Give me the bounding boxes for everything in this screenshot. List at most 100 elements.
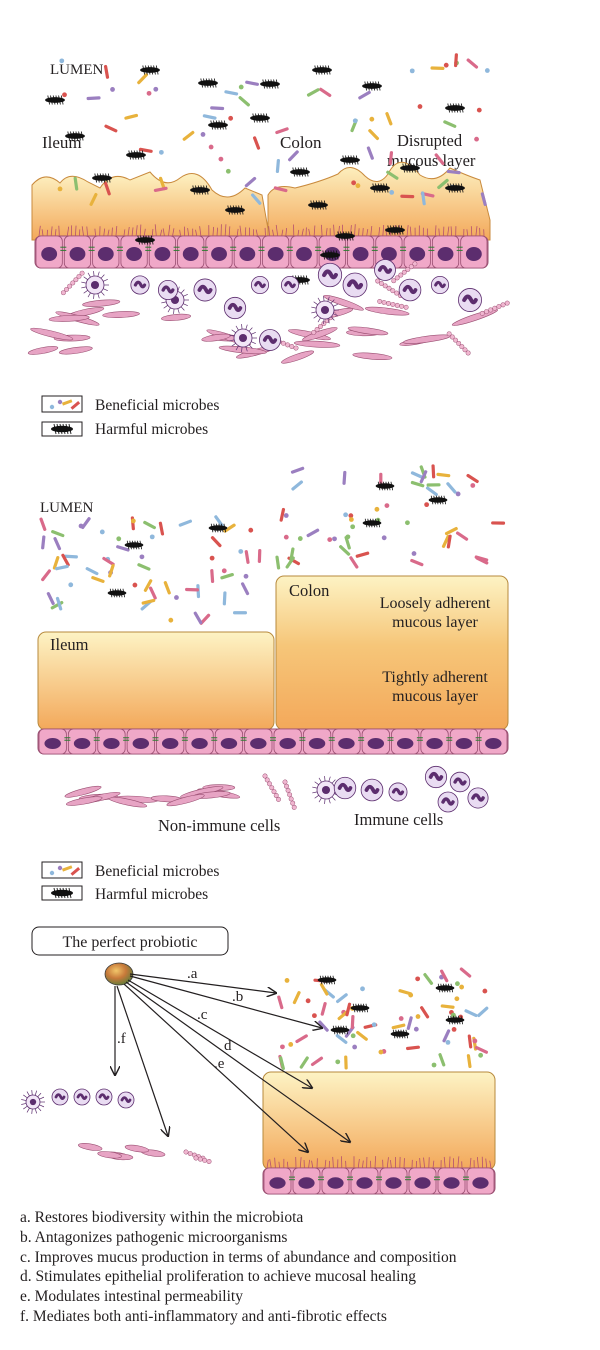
effect-item-c: c. Improves mucus production in terms of…	[20, 1248, 457, 1266]
harmful-microbe	[330, 1025, 350, 1035]
beneficial-microbe	[143, 579, 153, 592]
beneficial-microbe	[466, 58, 479, 69]
beneficial-microbe	[202, 114, 217, 120]
harmful-microbe	[135, 235, 155, 245]
cell-nucleus	[296, 246, 312, 262]
beneficial-microbe	[275, 159, 280, 173]
harmful-microbe	[370, 183, 390, 193]
beneficial-microbe	[158, 521, 165, 536]
bead-chain	[377, 299, 409, 310]
fibroblast-cell	[347, 326, 389, 336]
harmful-microbe	[45, 95, 65, 105]
probiotic-title-box	[31, 926, 229, 956]
beneficial-microbe	[441, 534, 450, 548]
beneficial-microbe	[199, 613, 211, 625]
cell-nucleus	[465, 246, 482, 262]
beneficial-microbe	[411, 551, 417, 556]
beneficial-microbe	[63, 554, 78, 559]
arrow-f2	[116, 985, 168, 1136]
fibroblast-cell	[58, 346, 93, 355]
beneficial-microbe	[73, 176, 79, 191]
beneficial-microbe	[476, 107, 482, 113]
cell-nucleus	[385, 1177, 402, 1189]
beneficial-microbe	[477, 1006, 489, 1018]
effect-item-b: b. Antagonizes pathogenic microorganisms	[20, 1228, 288, 1246]
beneficial-microbe	[289, 547, 295, 562]
beneficial-microbe	[55, 596, 63, 611]
harmful-microbe	[445, 1015, 465, 1025]
cell-nucleus	[161, 738, 179, 749]
beneficial-microbe	[244, 550, 250, 564]
bead-chain	[446, 331, 471, 356]
arrow-label-a: .a	[187, 966, 198, 982]
ileum-label-middle: Ileum	[50, 635, 89, 654]
harmful-microbe	[375, 481, 395, 491]
beneficial-microbe	[440, 1004, 455, 1009]
beneficial-microbe	[103, 64, 110, 79]
beneficial-microbe	[57, 186, 63, 192]
beneficial-microbe	[275, 127, 289, 135]
bead-chain	[262, 773, 281, 802]
beneficial-microbe	[320, 1002, 327, 1016]
beneficial-microbe	[350, 1033, 356, 1039]
beneficial-microbe	[454, 53, 458, 68]
beneficial-microbe	[285, 556, 295, 569]
beneficial-microbe	[137, 73, 148, 85]
fibroblast-cell	[403, 334, 451, 344]
harmful-microbe	[445, 103, 465, 113]
beneficial-microbe	[478, 1052, 484, 1058]
beneficial-microbe	[474, 136, 479, 142]
fibroblast-cell	[124, 1144, 150, 1153]
harmful-microbe	[208, 120, 228, 130]
beneficial-microbe	[99, 529, 105, 535]
beneficial-microbe	[116, 536, 122, 542]
beneficial-microbe	[425, 486, 438, 497]
fibroblast-cell	[30, 327, 74, 341]
beneficial-microbe	[358, 90, 371, 100]
beneficial-microbe	[319, 982, 329, 996]
beneficial-microbe	[292, 991, 301, 1005]
beneficial-microbe	[146, 90, 152, 96]
fibroblast-cell	[97, 1151, 122, 1159]
beneficial-microbe	[240, 582, 250, 596]
beneficial-microbe	[275, 555, 281, 570]
fibroblast-cell	[64, 785, 102, 798]
beneficial-microbe	[398, 1016, 404, 1021]
beneficial-microbe	[124, 113, 139, 120]
beneficial-microbe	[474, 555, 489, 562]
beneficial-microbe	[130, 518, 136, 524]
arrow-label-d: d	[224, 1038, 232, 1054]
epithelial-cells-middle	[38, 728, 508, 755]
harmful-microbe	[362, 518, 382, 528]
epithelium-bottom	[262, 1167, 496, 1195]
beneficial-microbe	[209, 555, 215, 561]
arrow-label-b: .b	[232, 989, 243, 1005]
harmful-microbe	[250, 113, 270, 123]
beneficial-microbe	[349, 556, 359, 569]
beneficial-microbe	[148, 586, 157, 600]
beneficial-microbe	[369, 116, 375, 122]
beneficial-microbe	[350, 524, 356, 530]
cell-nucleus	[132, 738, 150, 749]
beneficial-microbe	[470, 483, 476, 488]
beneficial-microbe	[374, 506, 380, 512]
beneficial-microbe	[290, 466, 305, 474]
beneficial-microbe	[223, 523, 236, 533]
fibroblast-cell	[302, 327, 338, 342]
beneficial-microbe	[466, 473, 479, 484]
tight-mucus-label-1: Tightly adherent	[382, 669, 488, 686]
beneficial-microbe	[153, 86, 159, 92]
effects-list: a. Restores biodiversity within the micr…	[20, 1208, 456, 1327]
beneficial-microbe	[423, 973, 434, 985]
beneficial-microbe	[436, 472, 451, 478]
beneficial-microbe	[405, 520, 410, 526]
cell-nucleus	[73, 738, 91, 749]
beneficial-microbe	[305, 998, 311, 1004]
epithelial-cells-bottom	[263, 1156, 495, 1195]
harmful-microbe	[190, 185, 210, 195]
legend-top: Beneficial microbes Harmful microbes	[41, 395, 219, 438]
beneficial-microbe	[174, 595, 179, 600]
cell-nucleus	[356, 1177, 373, 1189]
cell-nucleus	[437, 246, 454, 262]
harmful-microbe	[51, 423, 73, 435]
